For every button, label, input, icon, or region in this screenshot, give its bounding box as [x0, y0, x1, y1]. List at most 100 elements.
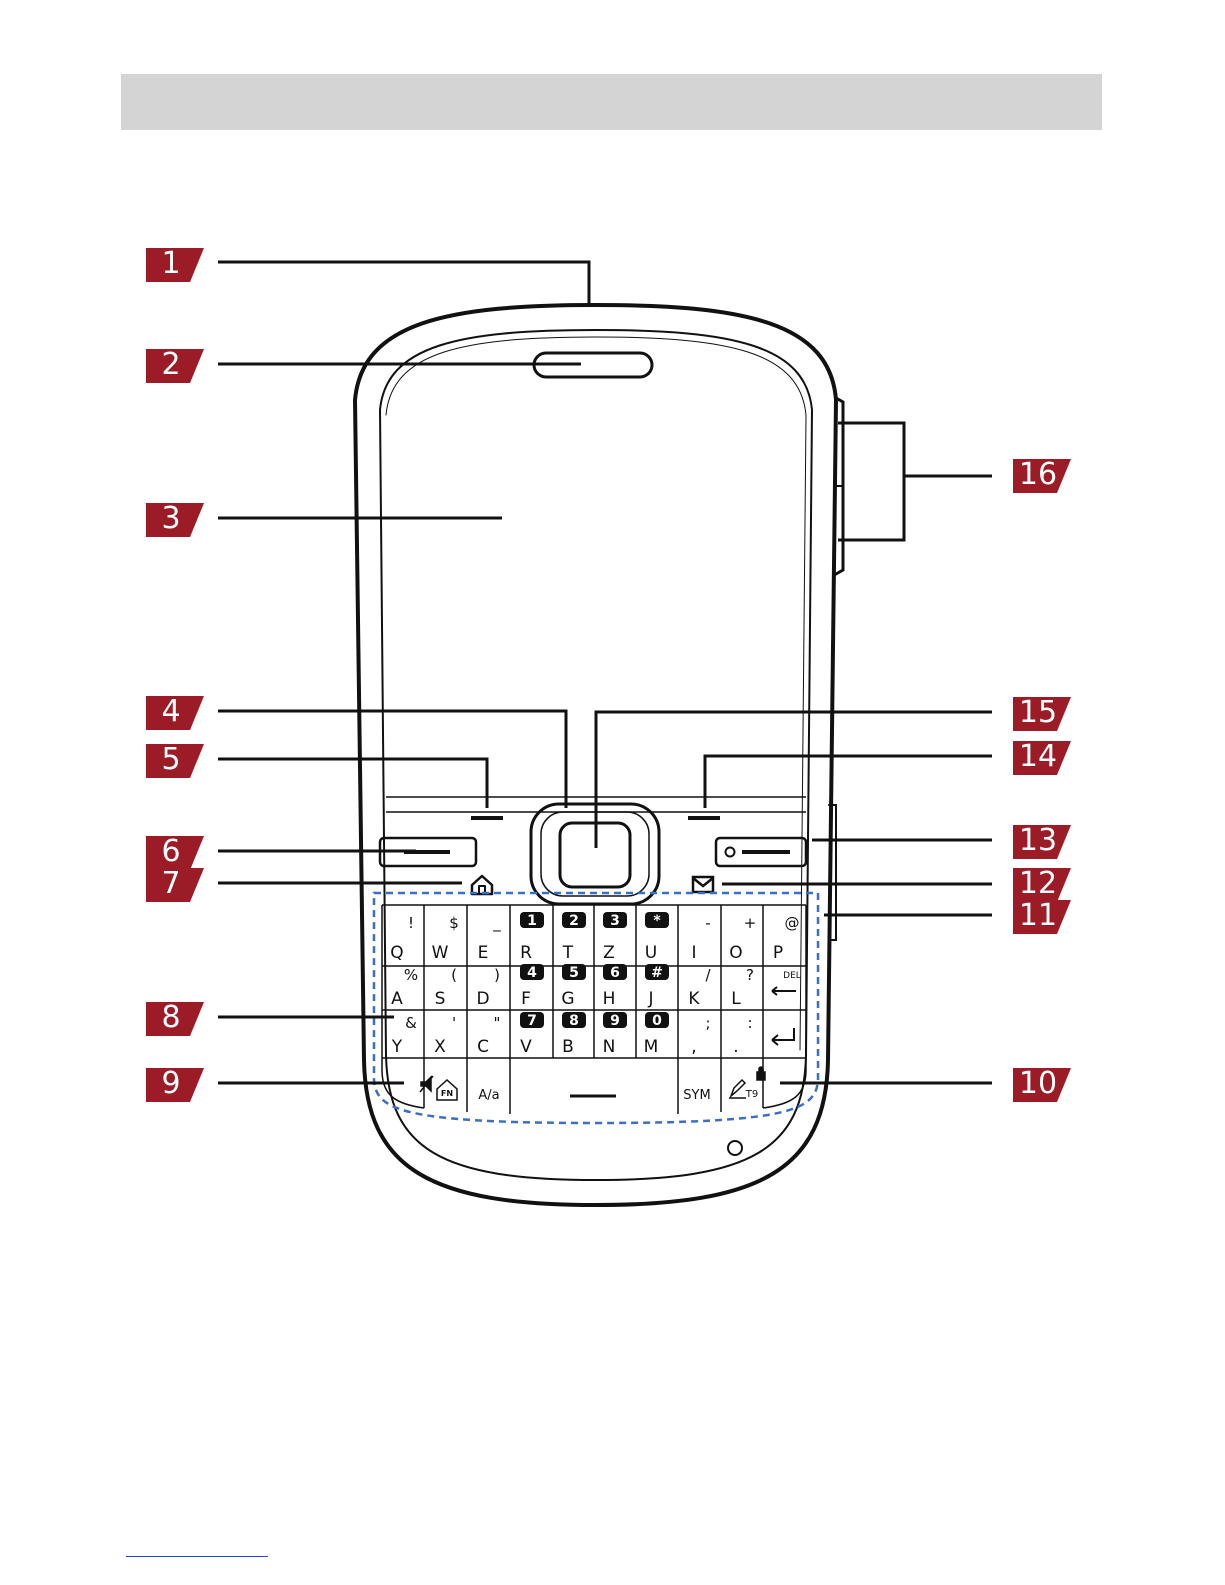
key-letter: R: [520, 943, 532, 963]
key-letter: A: [391, 989, 403, 1009]
key-letter: X: [434, 1037, 446, 1057]
key-letter: Y: [391, 1037, 403, 1057]
key-letter: ,: [691, 1037, 696, 1057]
key-letter: W: [432, 943, 449, 963]
callout-12: 12: [1013, 868, 1071, 902]
callout-8: 8: [146, 1002, 204, 1036]
key-letter: Z: [603, 943, 615, 963]
callout-number: 2: [146, 347, 196, 381]
key-letter: P: [773, 943, 783, 963]
callout-number: 14: [1013, 739, 1063, 773]
callout-number: 12: [1013, 866, 1063, 900]
callout-number: 4: [146, 694, 196, 728]
key-symbol: /: [705, 966, 711, 984]
soft-keys: [380, 818, 806, 866]
key-symbol: ': [452, 1014, 456, 1032]
callout-number: 9: [146, 1066, 196, 1100]
key-letter: G: [561, 989, 574, 1009]
callout-10: 10: [1013, 1068, 1071, 1102]
key-symbol: ;: [705, 1014, 710, 1032]
key-letter: V: [520, 1037, 532, 1057]
keypad-grid: [382, 905, 806, 1114]
message-icon: [693, 877, 713, 892]
key-symbol: :: [747, 1014, 752, 1032]
callout-14: 14: [1013, 741, 1071, 775]
microphone-hole: [728, 1141, 742, 1155]
key-letter: O: [729, 943, 742, 963]
key-letter: T: [562, 943, 574, 963]
callout-13: 13: [1013, 825, 1071, 859]
key-symbol: ": [494, 1014, 501, 1032]
key-letter: S: [435, 989, 446, 1009]
key-symbol: %: [404, 966, 418, 984]
callout-2: 2: [146, 349, 204, 383]
callout-5: 5: [146, 744, 204, 778]
callout-number: 8: [146, 1000, 196, 1034]
key-letter: D: [476, 989, 489, 1009]
home-icon: [472, 876, 492, 894]
callout-number: 15: [1013, 695, 1063, 729]
callout-number: 13: [1013, 823, 1063, 857]
key-symbol: @: [785, 914, 800, 932]
mute-icon: [420, 1076, 433, 1092]
key-letter: K: [688, 989, 700, 1009]
t9-key-label: T9: [745, 1089, 758, 1100]
key-number: *: [653, 913, 661, 929]
key-symbol: DEL: [783, 971, 801, 981]
key-symbol: (: [451, 966, 457, 984]
key-symbol: _: [492, 914, 501, 933]
callout-15: 15: [1013, 697, 1071, 731]
case-key-label: A/a: [478, 1088, 499, 1103]
callout-number: 5: [146, 742, 196, 776]
callout-number: 7: [146, 866, 196, 900]
callout-3: 3: [146, 503, 204, 537]
backspace-arrow-icon: [772, 987, 796, 995]
key-number: #: [651, 965, 663, 981]
key-letter: C: [477, 1037, 489, 1057]
footer-link-underline: [126, 1556, 268, 1557]
key-letter: E: [478, 943, 489, 963]
callout-4: 4: [146, 696, 204, 730]
sym-key-label: SYM: [683, 1088, 710, 1103]
callout-6: 6: [146, 836, 204, 870]
callout-1: 1: [146, 248, 204, 282]
lock-icon: [757, 1067, 765, 1080]
key-symbol: -: [705, 914, 710, 932]
key-letter: L: [731, 989, 741, 1009]
key-number: 0: [652, 1013, 662, 1029]
callout-number: 10: [1013, 1066, 1063, 1100]
key-symbol: $: [449, 914, 459, 932]
key-symbol: &: [405, 1014, 417, 1032]
key-symbol: +: [744, 914, 757, 932]
callout-16: 16: [1013, 459, 1071, 493]
fn-key-label: FN: [441, 1089, 453, 1098]
callout-9: 9: [146, 1068, 204, 1102]
key-number: 7: [527, 1013, 537, 1029]
key-number: 5: [569, 965, 579, 981]
key-number: 8: [569, 1013, 579, 1029]
callout-number: 11: [1013, 898, 1063, 932]
callout-number: 16: [1013, 457, 1063, 491]
pen-icon: [729, 1080, 746, 1098]
keypad-keys: Q!W$E_R1T2Z3U*I-O+P@A%S(D)F4G5H6J#K/L?DE…: [390, 912, 801, 1103]
key-letter: .: [733, 1037, 738, 1057]
key-letter: Q: [390, 943, 403, 963]
key-symbol: !: [408, 914, 414, 932]
key-letter: B: [562, 1037, 574, 1057]
callout-7: 7: [146, 868, 204, 902]
key-letter: N: [603, 1037, 616, 1057]
key-letter: U: [645, 943, 657, 963]
key-letter: J: [647, 989, 653, 1009]
key-number: 4: [527, 965, 537, 981]
callout-number: 6: [146, 834, 196, 868]
key-number: 3: [610, 913, 620, 929]
enter-arrow-icon: [772, 1028, 794, 1045]
key-symbol: ): [494, 966, 500, 984]
key-number: 6: [610, 965, 620, 981]
callout-number: 3: [146, 501, 196, 535]
key-letter: F: [521, 989, 531, 1009]
key-letter: H: [603, 989, 616, 1009]
callout-11: 11: [1013, 900, 1071, 934]
key-number: 1: [527, 913, 537, 929]
